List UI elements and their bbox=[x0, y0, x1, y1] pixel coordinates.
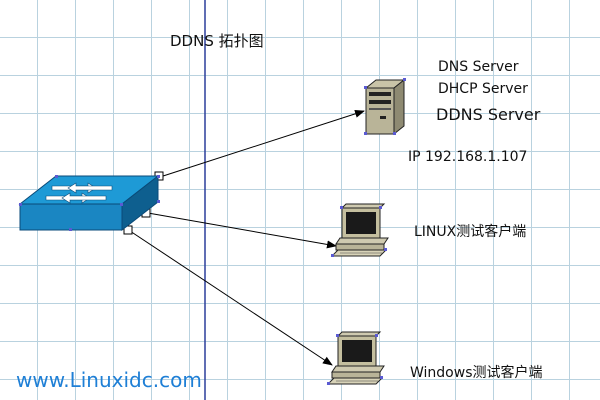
server-ip-label: IP 192.168.1.107 bbox=[408, 149, 528, 165]
server-label-ddns: DDNS Server bbox=[436, 105, 541, 124]
server-label-dhcp: DHCP Server bbox=[438, 81, 528, 97]
diagram-title: DDNS 拓扑图 bbox=[170, 32, 264, 50]
server-label-dns: DNS Server bbox=[438, 59, 519, 75]
network-switch-icon[interactable] bbox=[18, 174, 160, 232]
windows-client-label: Windows测试客户端 bbox=[410, 365, 543, 381]
connector-switch-to-windows-client[interactable] bbox=[129, 230, 333, 366]
desktop-computer-icon[interactable] bbox=[330, 203, 389, 257]
linux-client-label: LINUX测试客户端 bbox=[414, 224, 527, 240]
server-tower-icon[interactable] bbox=[364, 78, 406, 136]
watermark-text: www.Linuxidc.com bbox=[16, 368, 202, 392]
connector-switch-to-server[interactable] bbox=[159, 109, 365, 178]
desktop-computer-icon[interactable] bbox=[326, 331, 385, 385]
connector-switch-to-linux-client[interactable] bbox=[147, 212, 337, 249]
